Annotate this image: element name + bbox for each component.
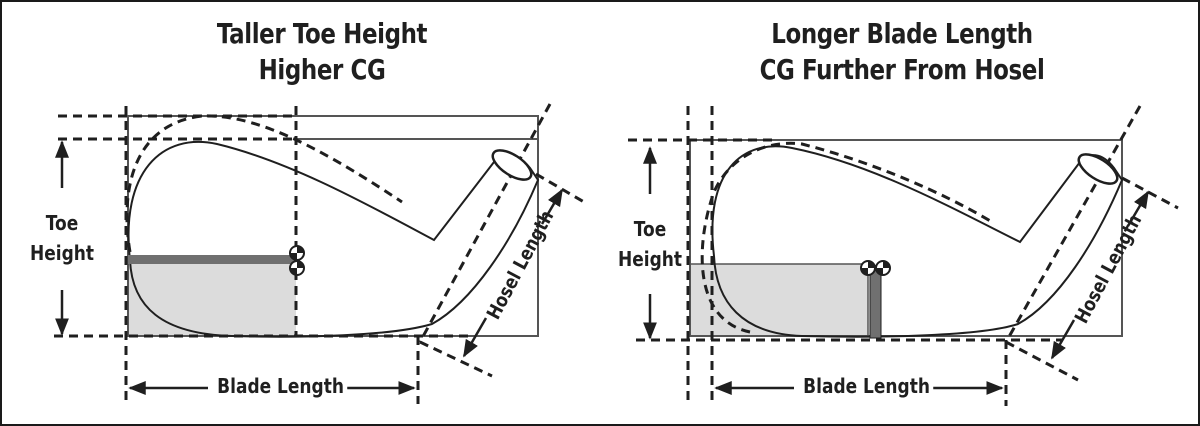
left-club-head-outline bbox=[127, 140, 540, 338]
left-title-line2: Higher CG bbox=[258, 53, 386, 86]
left-toe-label-line1: Toe bbox=[45, 211, 79, 235]
right-toe-label-line2: Height bbox=[618, 247, 682, 271]
left-hosel-axis-dash-1 bbox=[418, 103, 552, 343]
left-cg-bar bbox=[128, 255, 296, 264]
left-cg-shaded-area bbox=[128, 264, 296, 336]
left-panel bbox=[54, 103, 585, 404]
left-toe-height-label: Toe Height bbox=[29, 208, 95, 268]
right-hosel-top bbox=[1077, 153, 1119, 185]
right-club-head-outline bbox=[711, 145, 1124, 338]
left-toe-label-line2: Height bbox=[30, 241, 94, 265]
right-hosel-axis-dash-1 bbox=[1004, 105, 1142, 343]
right-cg-bar bbox=[869, 267, 882, 339]
right-hosel-arrow-lower bbox=[1050, 319, 1076, 360]
right-cg-shaded-area bbox=[689, 263, 869, 337]
right-title-line1: Longer Blade Length bbox=[771, 17, 1033, 50]
right-panel bbox=[628, 105, 1179, 406]
right-hosel-axis-dash-2 bbox=[1005, 340, 1079, 382]
left-taller-toe-outline bbox=[125, 114, 403, 253]
left-hosel-axis-dash-2 bbox=[419, 340, 493, 378]
left-hosel-arrow-upper bbox=[540, 188, 564, 225]
right-hosel-arrow-upper bbox=[1126, 190, 1150, 227]
right-toe-height-label: Toe Height bbox=[617, 214, 683, 274]
right-title: Longer Blade Length CG Further From Hose… bbox=[738, 16, 1066, 88]
right-cg-marker bbox=[860, 260, 891, 276]
left-hosel-axis-dash-3 bbox=[535, 172, 585, 204]
left-title-line1: Taller Toe Height bbox=[216, 17, 428, 50]
left-blade-length-label: Blade Length bbox=[213, 374, 348, 398]
left-hosel-arrow-lower bbox=[462, 317, 488, 358]
right-title-line2: CG Further From Hosel bbox=[759, 53, 1045, 86]
right-blade-length-label: Blade Length bbox=[799, 374, 934, 398]
left-title: Taller Toe Height Higher CG bbox=[166, 16, 478, 88]
left-hosel-top bbox=[491, 149, 533, 181]
right-hosel-axis-dash-3 bbox=[1121, 176, 1179, 210]
left-cg-marker bbox=[289, 245, 305, 276]
right-toe-label-line1: Toe bbox=[633, 217, 667, 241]
